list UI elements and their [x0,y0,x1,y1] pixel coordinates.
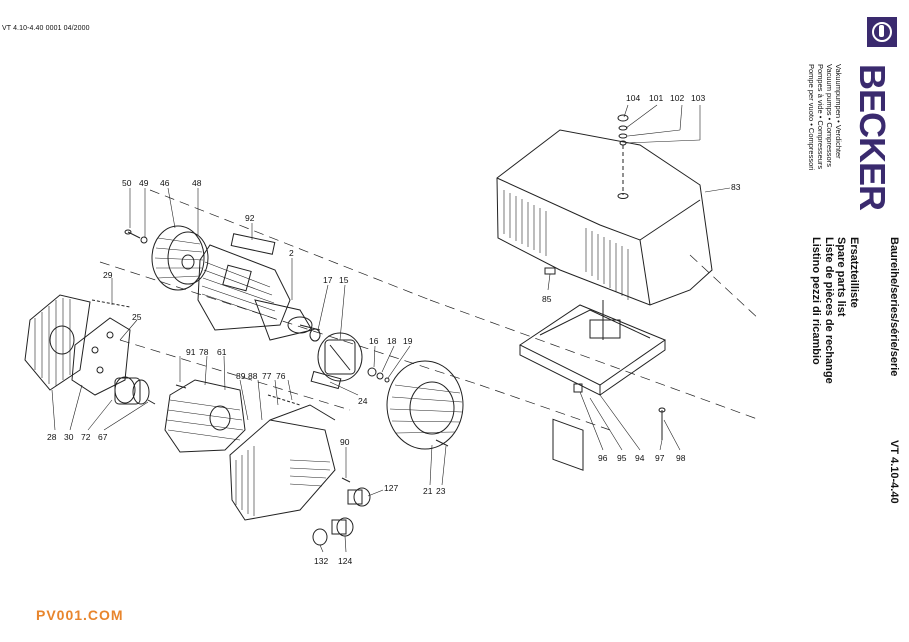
assembly-axis-lines [99,189,761,431]
callout: 61 [217,347,227,357]
callout: 25 [132,312,142,322]
connector-127 [347,487,371,507]
callout: 78 [199,347,209,357]
callout: 18 [387,336,397,346]
hood-fasteners [617,114,629,146]
fan-wheel [151,225,209,291]
callout: 132 [314,556,328,566]
fan-screw-washer [124,229,148,244]
callout: 97 [655,453,665,463]
callout: 77 [262,371,272,381]
callout: 16 [369,336,379,346]
callout: 94 [635,453,645,463]
callout: 19 [403,336,413,346]
callout: 48 [192,178,202,188]
callout-labels: 50 49 46 48 92 2 29 17 15 25 16 18 19 91… [47,93,741,566]
callout: 30 [64,432,74,442]
valve-plate [71,317,131,396]
callout: 90 [340,437,350,447]
callout: 29 [103,270,113,280]
connector-124 [331,517,354,537]
callout: 50 [122,178,132,188]
callout: 104 [626,93,640,103]
callout: 96 [598,453,608,463]
callout: 72 [81,432,91,442]
callout: 15 [339,275,349,285]
callout: 49 [139,178,149,188]
callout: 98 [676,453,686,463]
callout: 85 [542,294,552,304]
callout: 67 [98,432,108,442]
callout: 101 [649,93,663,103]
hood-part [496,129,713,471]
callout: 23 [436,486,446,496]
callout: 102 [670,93,684,103]
callout: 124 [338,556,352,566]
vane-24 [310,370,342,390]
callout: 24 [358,396,368,406]
callout: 76 [276,371,286,381]
callout: 127 [384,483,398,493]
leader-lines [51,104,731,553]
callout: 95 [617,453,627,463]
base-plate [519,267,667,440]
rotor-part [309,328,363,382]
filter-cartridge [114,376,156,405]
end-cover-finned [24,294,91,391]
bolt-29 [91,299,131,308]
callout: 28 [47,432,57,442]
callout: 88 [248,371,258,381]
document-code: VT 4.10-4.40 0001 04/2000 [2,25,90,32]
callout: 46 [160,178,170,188]
callout: 83 [731,182,741,192]
callout: 103 [691,93,705,103]
screw-90 [341,477,351,483]
connector-132 [312,528,328,546]
callout: 2 [289,248,294,258]
pump-cover [229,394,336,521]
gasket-92 [230,233,276,255]
callout: 17 [323,275,333,285]
callout: 21 [423,486,433,496]
callout: 91 [186,347,196,357]
small-rings [367,367,390,383]
pump-housing-61 [164,379,246,453]
watermark-text: PV001.COM [36,607,124,623]
motor-assembly [197,244,321,341]
callout: 92 [245,213,255,223]
cylinder-housing [386,360,464,450]
callout: 89 [236,371,246,381]
becker-logo-icon [867,17,897,47]
